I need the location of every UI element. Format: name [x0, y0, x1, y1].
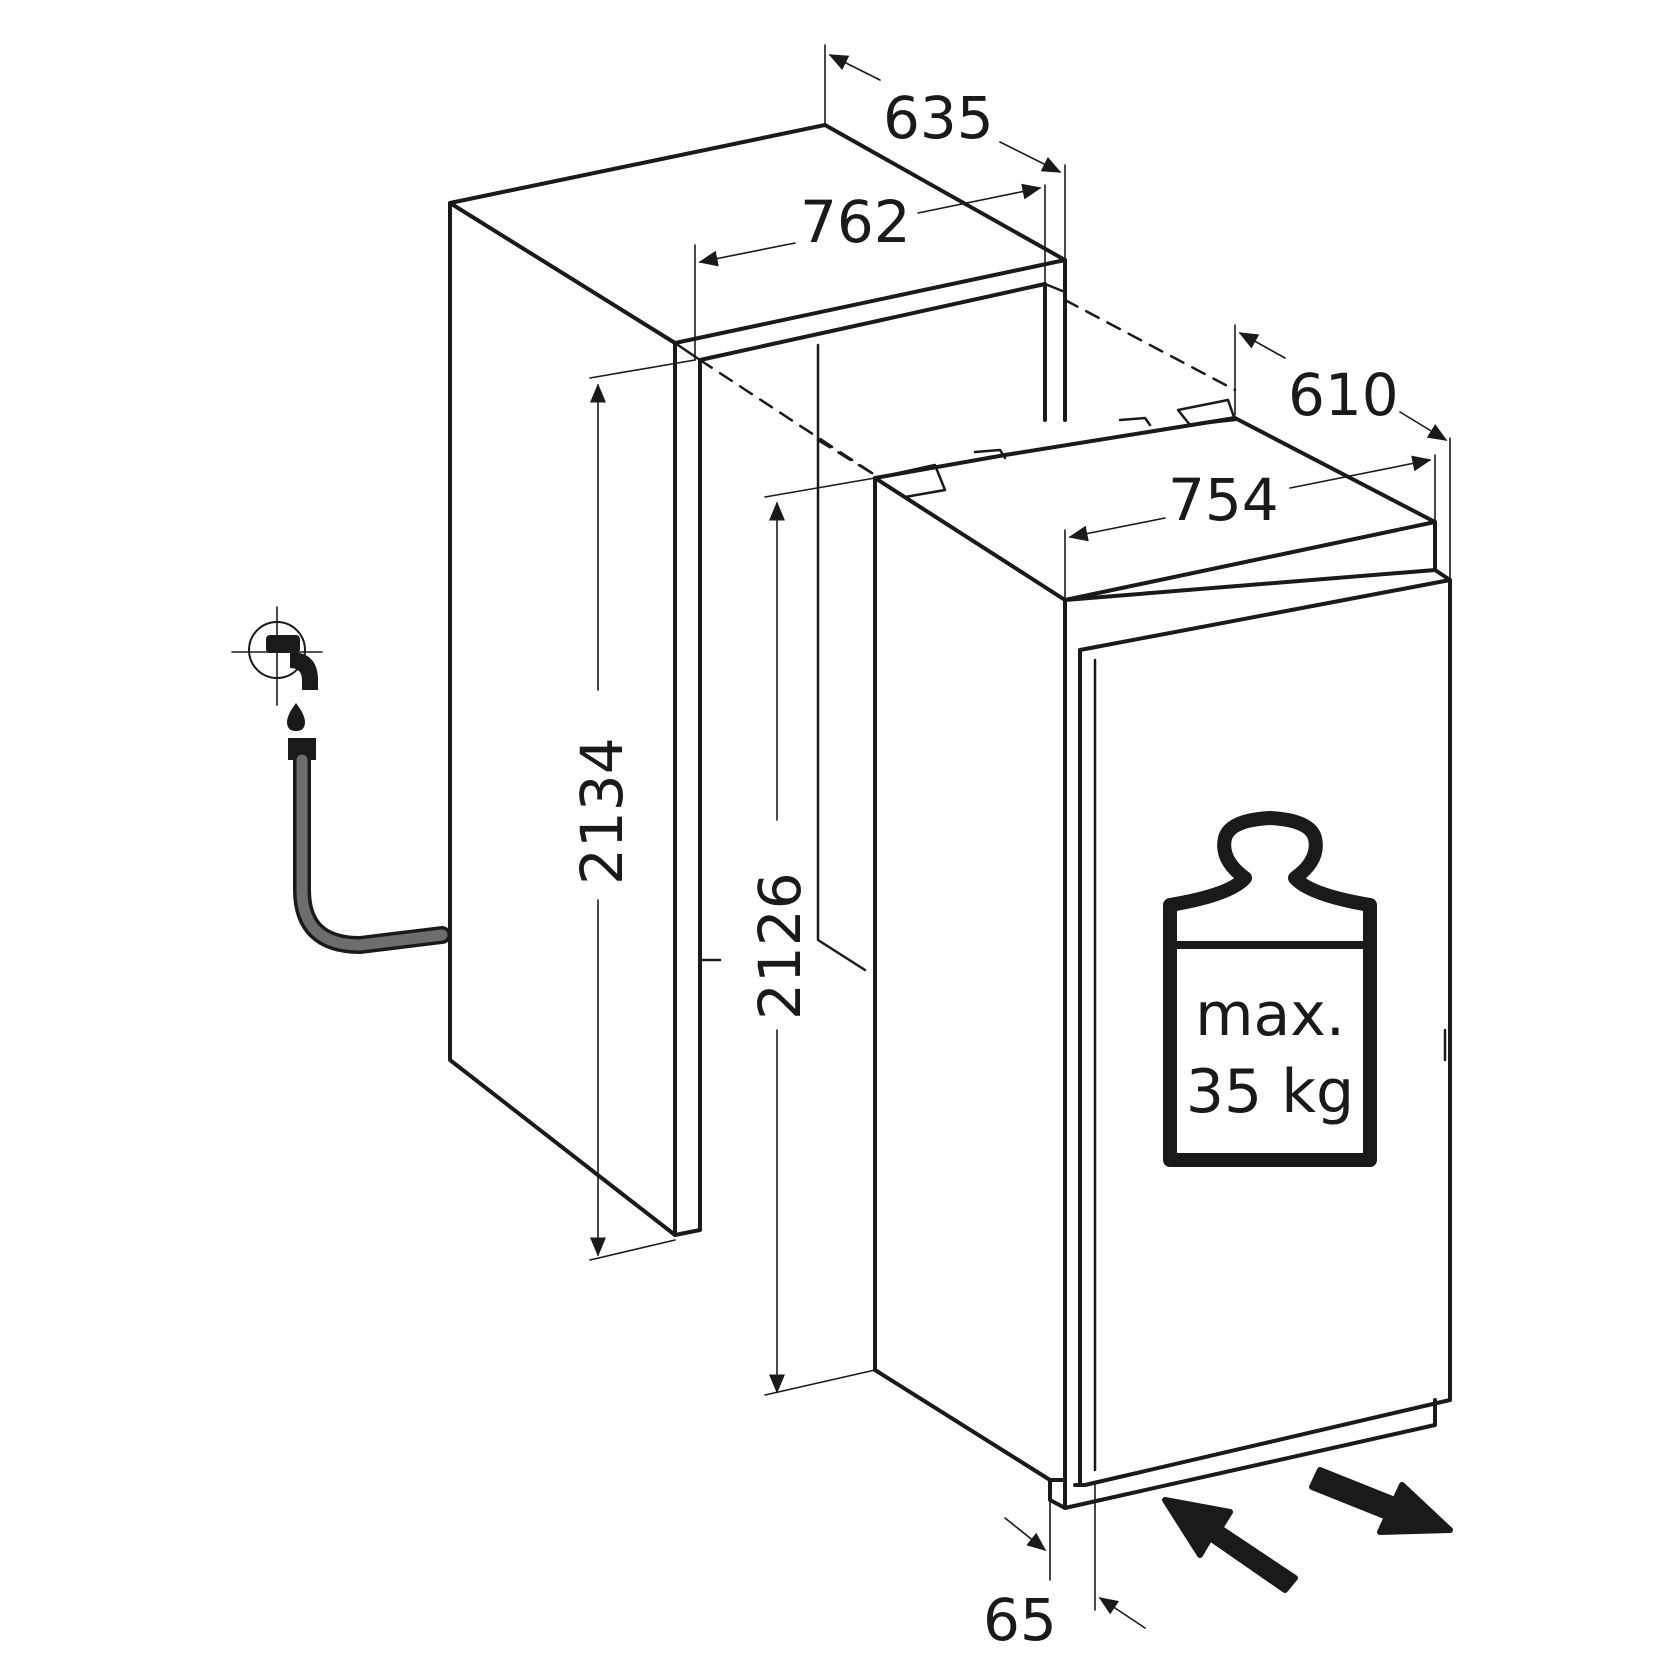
dim-label-door-offset: 65	[983, 1586, 1057, 1654]
water-tap-icon	[231, 606, 323, 706]
dimension-appliance-width: 754	[1064, 454, 1436, 601]
appliance-body	[873, 398, 1452, 1510]
dim-label-appliance-width: 754	[1168, 466, 1279, 534]
dim-label-niche-depth: 635	[883, 84, 994, 152]
weight-icon: max. 35 kg	[1163, 811, 1377, 1167]
dimension-door-offset: 65	[983, 1479, 1146, 1654]
weight-label-line2: 35 kg	[1186, 1057, 1354, 1127]
dim-label-appliance-depth: 610	[1288, 361, 1399, 429]
dim-label-niche-height: 2134	[568, 737, 636, 885]
dimension-niche-depth: 635	[824, 44, 1066, 301]
dimension-appliance-depth: 610	[1234, 324, 1451, 581]
airflow-out-arrow-icon	[1309, 1467, 1453, 1535]
water-drop-icon	[287, 703, 305, 731]
airflow-in-arrow-icon	[1162, 1497, 1298, 1593]
niche-cabinet	[448, 123, 1237, 1237]
weight-label-line1: max.	[1195, 980, 1345, 1050]
dimension-niche-width: 762	[694, 183, 1046, 361]
dim-label-niche-width: 762	[800, 188, 911, 256]
water-hose	[288, 738, 451, 955]
dimension-appliance-height: 2126	[746, 477, 876, 1396]
dimension-niche-height: 2134	[568, 359, 696, 1261]
dim-label-appliance-height: 2126	[746, 872, 814, 1020]
